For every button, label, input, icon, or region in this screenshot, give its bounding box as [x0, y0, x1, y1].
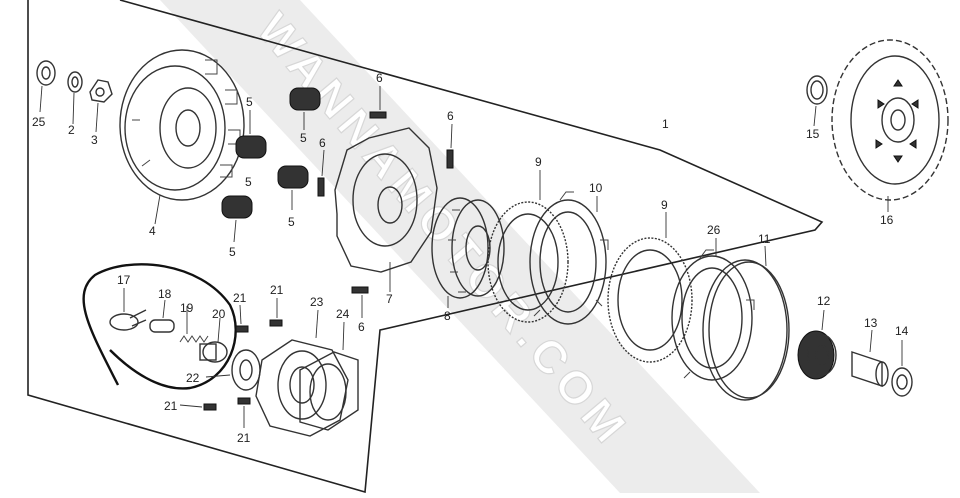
callout-6a: 6 [376, 71, 383, 85]
callout-6c: 6 [319, 136, 326, 150]
callout-6d: 6 [358, 320, 365, 334]
part-3-lock-washer [89, 79, 113, 133]
callout-9b: 9 [661, 198, 668, 212]
part-8-clutch-center [431, 197, 505, 308]
part-15-circlip [806, 75, 828, 127]
callout-18: 18 [158, 287, 172, 301]
part-5-springs [221, 87, 321, 243]
assembly-frame [27, 0, 824, 494]
part-11-wire-ring [702, 245, 790, 401]
callout-10: 10 [589, 181, 603, 195]
callout-5e: 5 [229, 245, 236, 259]
part-9-friction-disk-b [607, 212, 693, 363]
part-7-pressure-plate [334, 127, 438, 292]
callout-1: 1 [662, 117, 669, 131]
callout-21c: 21 [164, 399, 178, 413]
callout-23: 23 [310, 295, 324, 309]
callout-22: 22 [186, 371, 200, 385]
callout-21b: 21 [270, 283, 284, 297]
part-24-gasket [299, 321, 359, 431]
part-6-pins [317, 86, 454, 318]
part-13-bushing [851, 329, 889, 387]
callout-6b: 6 [447, 109, 454, 123]
part-2-washer [67, 71, 83, 125]
part-18-pin [149, 299, 175, 333]
callout-19: 19 [180, 301, 194, 315]
callout-24: 24 [336, 307, 350, 321]
part-19-spring [179, 306, 209, 343]
callout-26: 26 [707, 223, 721, 237]
callout-25: 25 [32, 115, 46, 129]
part-14-washer [891, 340, 913, 397]
callout-21a: 21 [233, 291, 247, 305]
part-12-primary-gear [797, 309, 837, 380]
callout-5c: 5 [245, 175, 252, 189]
part-16-driven-gear [831, 39, 949, 212]
part-23-clutch-cover [255, 309, 349, 437]
watermark: WANNAMOTOR.COM [160, 0, 760, 493]
watermark-text: WANNAMOTOR.COM [247, 3, 639, 456]
callout-7: 7 [386, 292, 393, 306]
callout-9a: 9 [535, 155, 542, 169]
part-22-bearing [205, 349, 261, 391]
callout-4: 4 [149, 224, 156, 238]
callout-16: 16 [880, 213, 894, 227]
callout-5b: 5 [300, 131, 307, 145]
part-10-steel-plate [529, 191, 609, 325]
part-21-screws [179, 298, 283, 428]
callout-labels: 1 2 3 4 5 5 5 5 5 6 6 6 6 7 8 9 9 10 11 … [32, 71, 909, 445]
part-9-friction-disk-a [487, 170, 569, 323]
callout-14: 14 [895, 324, 909, 338]
callout-8: 8 [444, 309, 451, 323]
part-26-steel-plate [671, 238, 755, 381]
callout-11: 11 [758, 232, 771, 246]
part-25-nut [36, 60, 56, 113]
callout-21d: 21 [237, 431, 251, 445]
callout-12: 12 [817, 294, 831, 308]
callout-3: 3 [91, 133, 98, 147]
part-20-lifter-piece [199, 317, 228, 363]
part-17-lifter [109, 288, 147, 331]
callout-20: 20 [212, 307, 226, 321]
callout-2: 2 [68, 123, 75, 137]
callout-15: 15 [806, 127, 820, 141]
callout-5d: 5 [288, 215, 295, 229]
callout-5a: 5 [246, 95, 253, 109]
watermark-band [160, 0, 760, 493]
callout-17: 17 [117, 273, 131, 287]
callout-13: 13 [864, 316, 878, 330]
highlight-loop [82, 263, 237, 390]
